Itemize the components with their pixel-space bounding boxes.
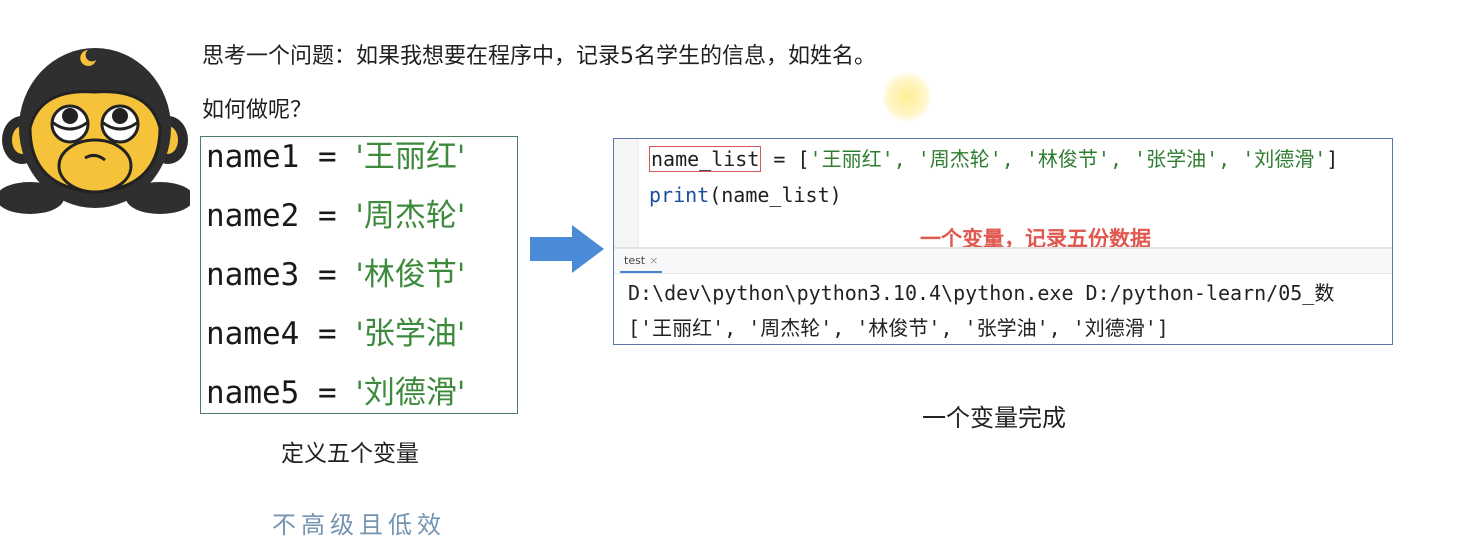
string-value: '张学油' bbox=[355, 316, 466, 352]
run-tab-label: test bbox=[624, 254, 646, 267]
ide-panel: name_list = ['王丽红', '周杰轮', '林俊节', '张学油',… bbox=[613, 138, 1393, 345]
close-bracket: ] bbox=[1326, 147, 1339, 171]
right-arrow-icon bbox=[530, 225, 604, 273]
editor-line-2: print(name_list) bbox=[649, 178, 842, 212]
string-value: '林俊节' bbox=[355, 257, 466, 293]
list-items: '王丽红', '周杰轮', '林俊节', '张学油', '刘德滑' bbox=[809, 147, 1327, 171]
one-variable-caption: 一个变量完成 bbox=[922, 404, 1066, 432]
highlighted-variable: name_list bbox=[649, 146, 762, 172]
code-line: name3 = '林俊节' bbox=[206, 250, 465, 300]
question-text: 思考一个问题：如果我想要在程序中，记录5名学生的信息，如姓名。 bbox=[202, 44, 876, 69]
print-args: (name_list) bbox=[709, 183, 842, 207]
assign-operator: = bbox=[299, 257, 356, 293]
monkey-mascot-icon bbox=[0, 48, 190, 214]
variable-name: name4 bbox=[206, 316, 300, 352]
code-line: name5 = '刘德滑' bbox=[206, 368, 465, 418]
panel-divider bbox=[614, 247, 1392, 249]
five-variables-code-box: name1 = '王丽红' name2 = '周杰轮' name3 = '林俊节… bbox=[200, 136, 518, 414]
output-line-1: D:\dev\python\python3.10.4\python.exe D:… bbox=[628, 281, 1335, 305]
variable-name: name3 bbox=[206, 257, 300, 293]
code-line: name1 = '王丽红' bbox=[206, 132, 465, 182]
inefficient-verdict: 不高级且低效 bbox=[272, 511, 446, 539]
cursor-highlight bbox=[882, 72, 932, 122]
define-five-variables-caption: 定义五个变量 bbox=[281, 441, 419, 467]
assign-operator: = bbox=[299, 139, 356, 175]
assign-operator: = bbox=[299, 375, 356, 411]
string-value: '王丽红' bbox=[355, 139, 466, 175]
variable-name: name2 bbox=[206, 198, 300, 234]
code-line: name4 = '张学油' bbox=[206, 309, 465, 359]
string-value: '周杰轮' bbox=[355, 198, 466, 234]
code-line: name2 = '周杰轮' bbox=[206, 191, 465, 241]
output-line-2: ['王丽红', '周杰轮', '林俊节', '张学油', '刘德滑'] bbox=[628, 316, 1169, 340]
variable-name: name1 bbox=[206, 139, 300, 175]
assign-bracket: = [ bbox=[761, 147, 810, 171]
how-text: 如何做呢？ bbox=[202, 98, 313, 123]
editor-gutter bbox=[614, 139, 639, 247]
code-editor[interactable]: name_list = ['王丽红', '周杰轮', '林俊节', '张学油',… bbox=[614, 139, 1392, 251]
run-toolbar: test× bbox=[614, 249, 1392, 274]
editor-line-1: name_list = ['王丽红', '周杰轮', '林俊节', '张学油',… bbox=[649, 142, 1338, 176]
run-tab[interactable]: test× bbox=[620, 251, 663, 273]
assign-operator: = bbox=[299, 198, 356, 234]
string-value: '刘德滑' bbox=[355, 375, 466, 411]
assign-operator: = bbox=[299, 316, 356, 352]
close-icon[interactable]: × bbox=[649, 254, 659, 267]
print-function: print bbox=[649, 183, 710, 207]
variable-name: name5 bbox=[206, 375, 300, 411]
